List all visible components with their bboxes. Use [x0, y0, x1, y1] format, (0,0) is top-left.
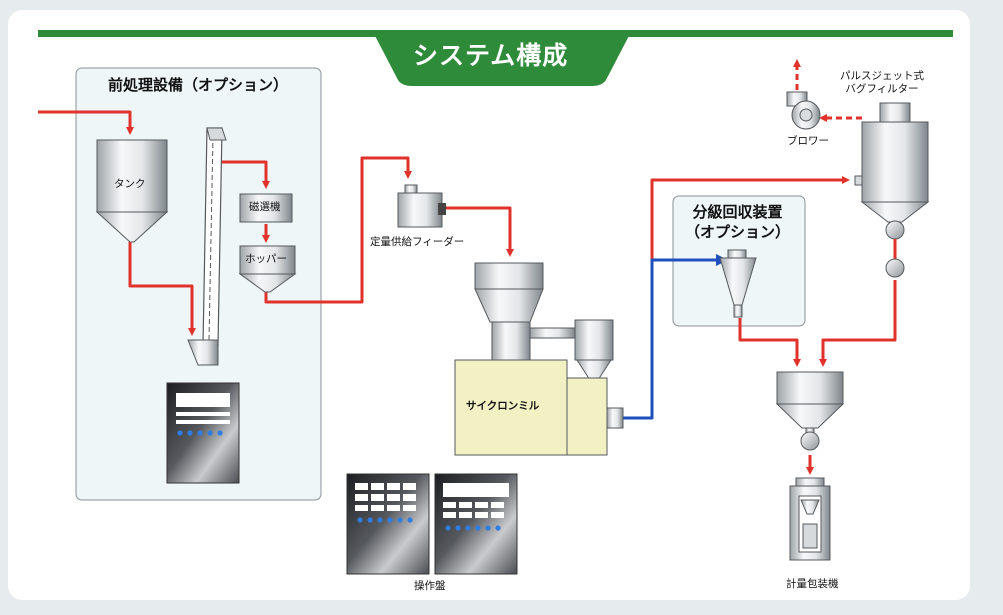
- classifier-cyclone: [719, 249, 757, 318]
- bag-filter: [854, 102, 930, 278]
- blower-label: ブロワー: [787, 135, 829, 147]
- exhaust-lines: [793, 59, 862, 122]
- weighing-packer: [789, 477, 831, 561]
- magnet-label: 磁選機: [249, 201, 281, 213]
- control-panel-label: 操作盤: [414, 580, 446, 592]
- flow-elevator-to-magnet: [222, 160, 270, 189]
- mill-label: サイクロンミル: [466, 400, 540, 412]
- feeder-label: 定量供給フィーダー: [370, 236, 465, 248]
- bag-filter-label: パルスジェット式 バグフィルター: [840, 70, 924, 95]
- tank-label: タンク: [114, 178, 146, 190]
- bucket-elevator: [187, 127, 227, 366]
- title-tab: [372, 30, 632, 86]
- cyclone-mill: [454, 262, 624, 456]
- tank: [95, 139, 169, 243]
- pretreat-control-panel: [166, 382, 240, 484]
- weigher-label: 計量包装機: [786, 578, 839, 590]
- flow-tank-to-elevator: [128, 242, 196, 336]
- flow-feeder-to-mill: [440, 206, 514, 257]
- hopper-label: ホッパー: [245, 253, 287, 265]
- flow-cyclone-to-hopper: [738, 318, 801, 367]
- diagram-title: システム構成: [413, 41, 569, 70]
- flow-input-to-tank: [38, 110, 134, 135]
- flow-bagfilter-to-hopper: [819, 280, 897, 367]
- flow-lines: [38, 110, 897, 475]
- blower: [786, 91, 821, 130]
- flow-hopper-to-feeder: [264, 156, 412, 304]
- pretreatment-section-label: 前処理設備（オプション）: [108, 76, 289, 94]
- main-control-panel-left: [346, 473, 430, 575]
- hopper-pretreat: [238, 245, 297, 293]
- feeder: [397, 184, 446, 228]
- magnetic-separator: [239, 193, 293, 223]
- product-hopper: [775, 371, 845, 451]
- main-control-panel-right: [434, 473, 518, 575]
- flow-mill-to-classifier: [622, 258, 716, 420]
- classifier-section-label: 分級回収装置 （オプション）: [685, 203, 791, 241]
